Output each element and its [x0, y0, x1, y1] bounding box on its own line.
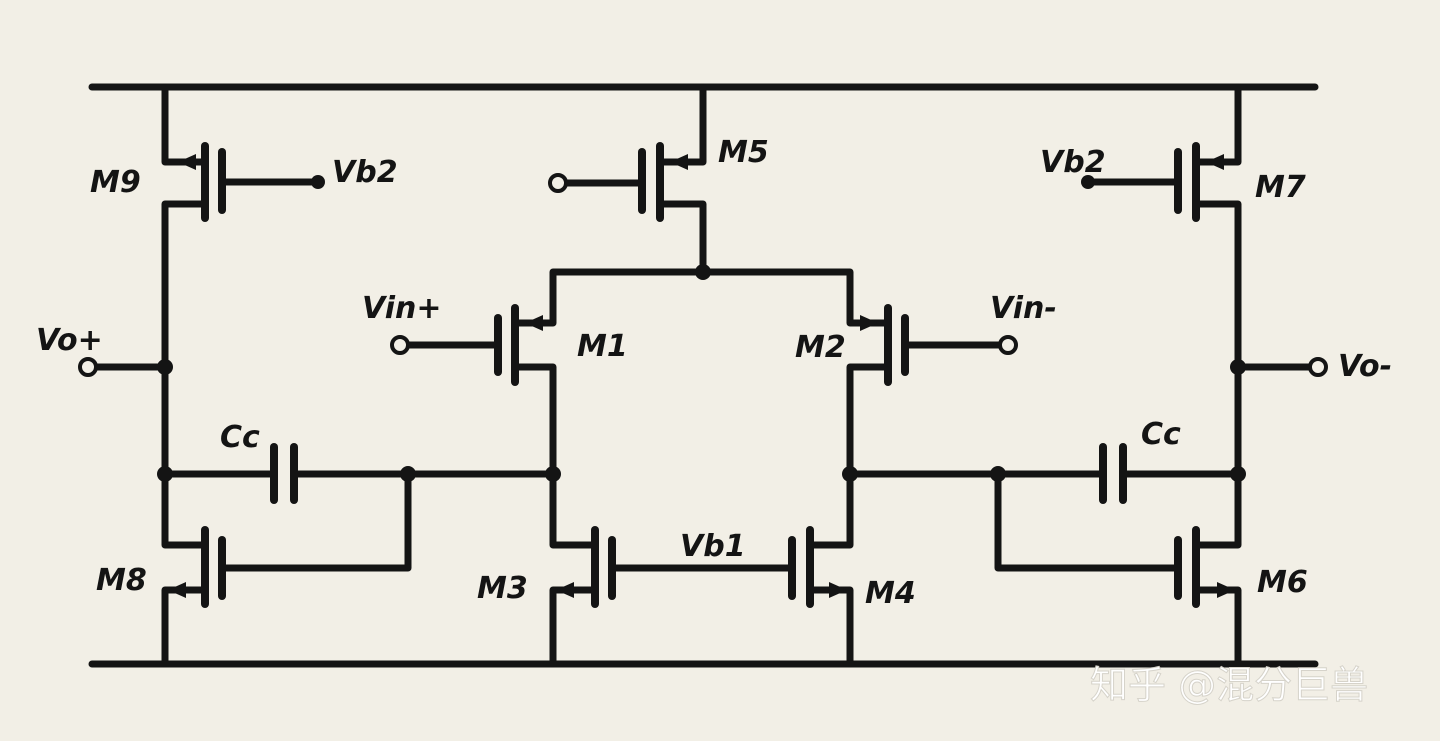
transistor-m7: [1081, 83, 1242, 371]
watermark: 知乎 @混分巨兽: [1090, 663, 1368, 707]
label-cc-right: Cc: [1141, 417, 1181, 452]
label-m7: M7: [1255, 170, 1306, 205]
label-m2: M2: [795, 330, 846, 365]
junction-vo-minus: [1230, 359, 1246, 375]
junction-m2-drain: [842, 466, 858, 482]
label-vin-minus: Vin-: [990, 291, 1057, 326]
transistor-m8: [161, 470, 412, 668]
vo-minus-terminal: [1308, 357, 1328, 377]
transistor-m4: [788, 470, 854, 668]
transistor-m2: [846, 304, 1018, 478]
label-vb2-right: Vb2: [1040, 145, 1106, 180]
label-m6: M6: [1257, 565, 1308, 600]
label-m4: M4: [865, 576, 916, 611]
label-m3: M3: [477, 571, 528, 606]
transistor-m1: [390, 304, 557, 478]
label-m1: M1: [577, 329, 628, 364]
junction-tail: [695, 264, 711, 280]
label-m8: M8: [96, 563, 147, 598]
transistor-m6: [994, 470, 1242, 668]
vo-plus-terminal: [78, 357, 98, 377]
transistor-m5: [548, 83, 707, 276]
label-vb2-left: Vb2: [332, 155, 398, 190]
label-vb1: Vb1: [680, 529, 746, 564]
label-m9: M9: [90, 165, 141, 200]
label-vo-plus: Vo+: [36, 323, 103, 358]
label-vo-minus: Vo-: [1338, 349, 1392, 384]
label-vin-plus: Vin+: [362, 291, 441, 326]
label-cc-left: Cc: [220, 420, 260, 455]
transistor-m9: [161, 83, 325, 371]
junction-vo-plus: [157, 359, 173, 375]
label-m5: M5: [718, 135, 769, 170]
transistor-m3: [549, 470, 616, 668]
